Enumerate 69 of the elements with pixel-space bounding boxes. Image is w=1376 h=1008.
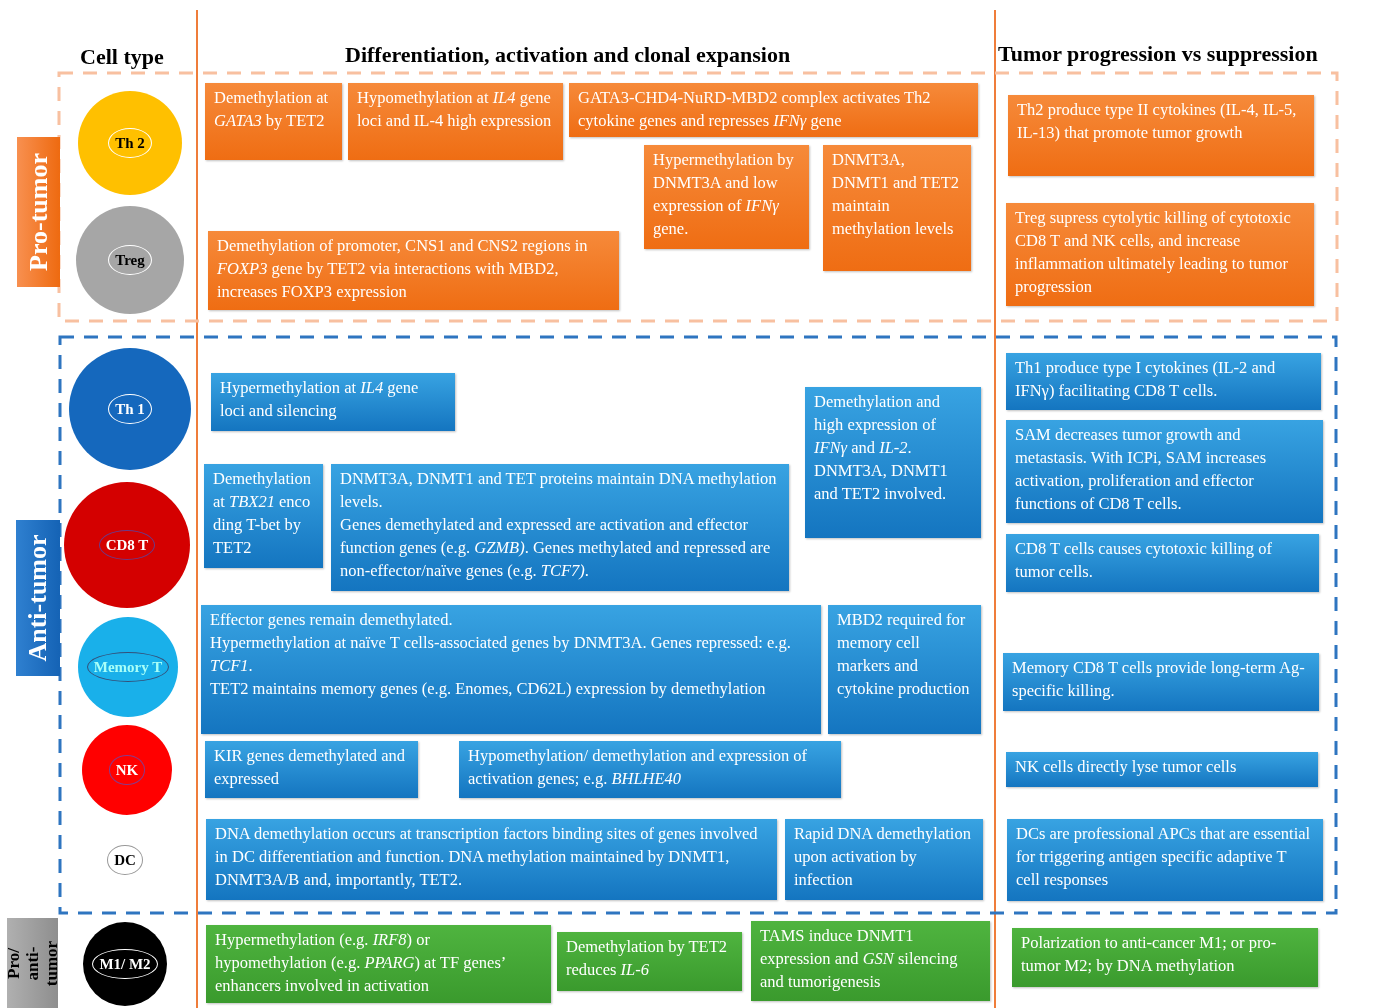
box-text: KIR genes demethylated and expressed xyxy=(214,745,407,790)
box-text: Hypomethylation at IL4 gene loci and IL-4 high expression xyxy=(357,87,553,132)
group-label: Pro-tumor xyxy=(24,153,53,271)
text-box xyxy=(459,741,841,798)
box-text: DNMT3A, DNMT1 and TET proteins maintain DNA methylation levels. xyxy=(340,468,778,513)
group-tab xyxy=(16,520,60,676)
text-box xyxy=(208,231,619,310)
box-text: Effector genes remain demethylated. xyxy=(210,609,454,631)
box-text: Demethylation and high expression of IFNγ and IL-2. xyxy=(814,391,941,459)
text-box xyxy=(1006,203,1314,306)
column-heading: Differentiation, activation and clonal expansion xyxy=(345,42,791,68)
text-box xyxy=(205,741,418,798)
box-text: DCs are professional APCs that are essential for triggering antigen specific adaptive T cell responses xyxy=(1016,823,1312,891)
box-text: Demethylation by TET2 reduces IL-6 xyxy=(566,936,728,981)
box-text: Hypermethylation at IL4 gene loci and silencing xyxy=(220,377,420,422)
text-box xyxy=(828,605,981,734)
text-box xyxy=(201,605,821,734)
text-box xyxy=(206,819,777,900)
column-heading: Tumor progression vs suppression xyxy=(998,41,1318,67)
text-box xyxy=(785,819,983,900)
box-text: Demethylation of promoter, CNS1 and CNS2 regions in FOXP3 gene by TET2 via interactions with MBD2, increases FOXP3 expression xyxy=(217,235,589,303)
text-box xyxy=(1007,819,1323,901)
column-heading: Cell type xyxy=(80,44,164,70)
box-text: TAMS induce DNMT1 expression and GSN silencing and tumorigenesis xyxy=(760,925,959,993)
text-box xyxy=(206,925,551,1003)
box-text: Hypermethylation at naïve T cells-associated genes by DNMT3A. Genes repressed: e.g. TCF1. xyxy=(210,632,792,677)
box-text: Rapid DNA demethylation upon activation by infection xyxy=(794,823,972,891)
text-box xyxy=(205,83,342,160)
text-box xyxy=(569,83,978,137)
box-text: Memory CD8 T cells provide long-term Ag-specific killing. xyxy=(1012,657,1306,702)
box-text: DNMT3A, DNMT1 and TET2 involved. xyxy=(814,460,949,505)
box-text: Genes demethylated and expressed are activation and effector function genes (e.g. GZMB). Genes methylated and repressed are non-effector/naïve genes (e.g. TCF7). xyxy=(340,514,772,582)
text-box xyxy=(1006,752,1318,787)
text-box xyxy=(331,464,789,591)
text-box xyxy=(644,145,809,249)
box-text: Th2 produce type II cytokines (IL-4, IL-5, IL-13) that promote tumor growth xyxy=(1017,99,1298,144)
text-box xyxy=(1006,534,1319,592)
box-text: Hypermethylation by DNMT3A and low expression of IFNγ gene. xyxy=(653,149,795,240)
text-box xyxy=(805,387,981,538)
text-box xyxy=(823,145,971,271)
box-text: DNMT3A, DNMT1 and TET2 maintain methylation levels xyxy=(832,149,961,240)
box-text: Th1 produce type I cytokines (IL-2 and IFNγ) facilitating CD8 T cells. xyxy=(1015,357,1277,402)
box-text: CD8 T cells causes cytotoxic killing of tumor cells. xyxy=(1015,538,1273,583)
text-box xyxy=(348,83,563,160)
box-text: Demethylation at GATA3 by TET2 xyxy=(214,87,330,132)
box-text: DNA demethylation occurs at transcription factors binding sites of genes involved in DC differentiation and function. DNA methylation maintained by DNMT1, DNMT3A/B and, importantly, TET2. xyxy=(215,823,759,891)
group-tab xyxy=(7,918,58,1008)
box-text: MBD2 required for memory cell markers and cytokine production xyxy=(837,609,971,700)
text-box xyxy=(1006,353,1321,410)
text-box xyxy=(1006,420,1323,523)
box-text: Treg supress cytolytic killing of cytotoxic CD8 T and NK cells, and increase inflammation ultimately leading to tumor progression xyxy=(1015,207,1292,298)
text-box xyxy=(557,932,742,991)
text-box xyxy=(751,921,990,1001)
box-text: TET2 maintains memory genes (e.g. Enomes, CD62L) expression by demethylation xyxy=(210,678,767,700)
text-box xyxy=(204,464,323,568)
group-label: Pro/ anti-tumor xyxy=(4,939,61,988)
box-text: NK cells directly lyse tumor cells xyxy=(1015,756,1238,778)
group-label: Anti-tumor xyxy=(24,534,52,662)
box-text: SAM decreases tumor growth and metastasis. With ICPi, SAM increases activation, proliferation and effector functions of CD8 T cells. xyxy=(1015,424,1268,515)
box-text: Polarization to anti-cancer M1; or pro-tumor M2; by DNA methylation xyxy=(1021,932,1278,977)
text-box xyxy=(1012,928,1318,987)
box-text: Hypomethylation/ demethylation and expression of activation genes; e.g. BHLHE40 xyxy=(468,745,809,790)
group-tab xyxy=(17,137,60,287)
text-box xyxy=(1008,95,1314,176)
text-box xyxy=(211,373,455,431)
box-text: Demethylation at TBX21 encoding T-bet by TET2 xyxy=(213,468,313,559)
text-box xyxy=(1003,653,1319,711)
box-text: GATA3-CHD4-NuRD-MBD2 complex activates Th2 cytokine genes and represses IFNγ gene xyxy=(578,87,932,132)
box-text: Hypermethylation (e.g. IRF8) or hypomethylation (e.g. PPARG) at TF genes’ enhancers involved in activation xyxy=(215,929,507,997)
